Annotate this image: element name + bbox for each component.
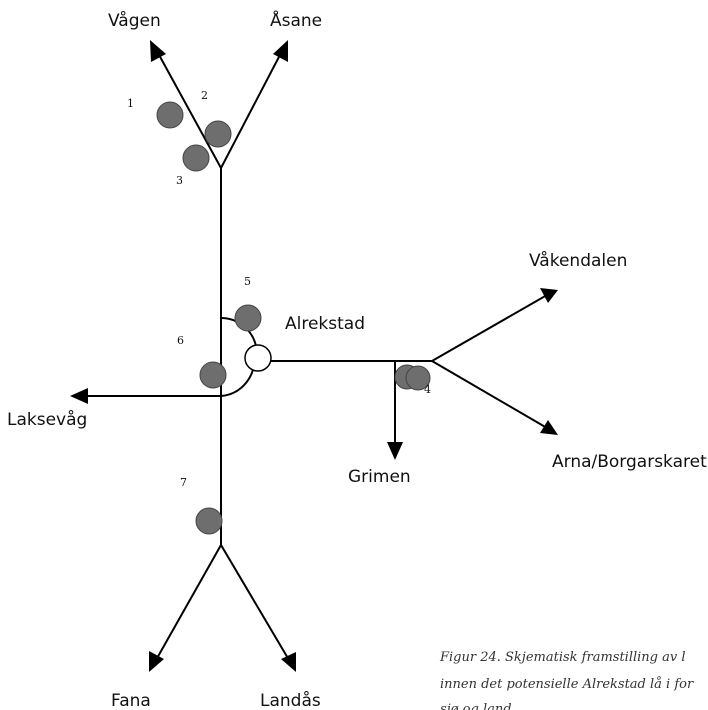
alrekstad-roundabout	[244, 344, 272, 372]
road-to-landas	[220, 544, 290, 661]
point-4-label: 4	[424, 383, 431, 396]
point-3-label: 3	[176, 174, 183, 187]
arrow-asane	[273, 40, 288, 62]
label-vagen: Vågen	[108, 10, 161, 31]
point-1-marker	[156, 101, 184, 129]
caption-line-3: sjø og land	[440, 702, 512, 710]
road-to-asane	[220, 52, 282, 169]
road-to-vagen	[157, 52, 222, 169]
road-to-fana	[155, 544, 222, 661]
point-markers	[156, 101, 431, 535]
point-3-marker	[182, 144, 210, 172]
road-to-laksevag	[84, 356, 256, 397]
arrow-arna	[540, 420, 558, 435]
arrow-vagen	[150, 40, 166, 62]
point-5-marker	[234, 304, 262, 332]
arrowheads	[70, 40, 558, 672]
point-labels: 1 2 3 4 5 6 7	[127, 89, 431, 489]
arrow-landas	[281, 652, 296, 672]
label-landas: Landås	[260, 690, 321, 710]
point-2-label: 2	[201, 89, 208, 102]
road-to-arna	[431, 360, 548, 429]
label-grimen: Grimen	[348, 467, 411, 487]
label-arna: Arna/Borgarskaret	[552, 452, 707, 472]
point-5-label: 5	[244, 275, 251, 288]
road-to-vakendalen	[431, 294, 548, 362]
arrow-laksevag	[70, 388, 88, 404]
road-lines	[84, 52, 548, 661]
label-vakendalen: Våkendalen	[529, 250, 627, 271]
label-asane: Åsane	[270, 9, 322, 31]
arrow-vakendalen	[540, 288, 558, 303]
point-4-marker-b	[405, 365, 431, 391]
arrow-fana	[149, 651, 164, 672]
label-laksevag: Laksevåg	[7, 409, 87, 430]
point-6-marker	[199, 361, 227, 389]
point-1-label: 1	[127, 97, 134, 110]
label-fana: Fana	[111, 691, 151, 710]
point-7-label: 7	[180, 476, 187, 489]
caption-line-2: innen det potensielle Alrekstad lå i for	[440, 676, 694, 692]
place-labels: Vågen Åsane Våkendalen Alrekstad Laksevå…	[7, 9, 707, 710]
figure-caption: Figur 24. Skjematisk framstilling av l i…	[439, 650, 694, 710]
point-6-label: 6	[177, 334, 184, 347]
point-2-marker	[204, 120, 232, 148]
label-alrekstad: Alrekstad	[285, 314, 365, 334]
point-7-marker	[195, 507, 223, 535]
caption-line-1: Figur 24. Skjematisk framstilling av l	[439, 650, 686, 665]
arrow-grimen	[387, 442, 403, 460]
